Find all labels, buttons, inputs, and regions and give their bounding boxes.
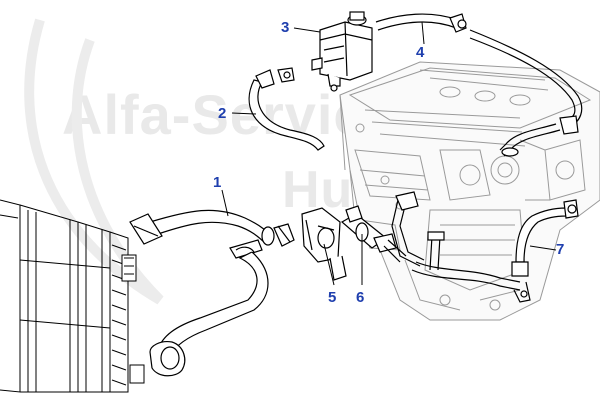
callout-4: 4 [416,44,425,61]
leader-2 [231,112,257,115]
fitting-6 [340,205,407,263]
engine-block [339,61,600,321]
hose-4 [375,13,583,157]
heater-pipes [391,191,531,303]
hose-2 [248,67,325,151]
radiator [0,199,145,393]
leader-7 [529,245,557,251]
lower-radiator-hose [149,239,269,377]
callout-7: 7 [556,241,565,258]
leader-3 [293,27,321,33]
leader-4 [421,21,425,45]
callout-3: 3 [281,19,290,36]
callout-5: 5 [328,289,337,306]
callout-2: 2 [218,105,227,122]
leader-5 [323,243,335,286]
expansion-tank [311,11,373,92]
watermark-swoosh [24,18,164,305]
hose-1 [129,209,295,247]
leader-lines [221,21,557,286]
thermostat-housing [301,207,347,281]
leader-1 [221,189,229,217]
callout-6: 6 [356,289,365,306]
callout-1: 1 [213,174,222,191]
hose-7 [511,199,579,277]
